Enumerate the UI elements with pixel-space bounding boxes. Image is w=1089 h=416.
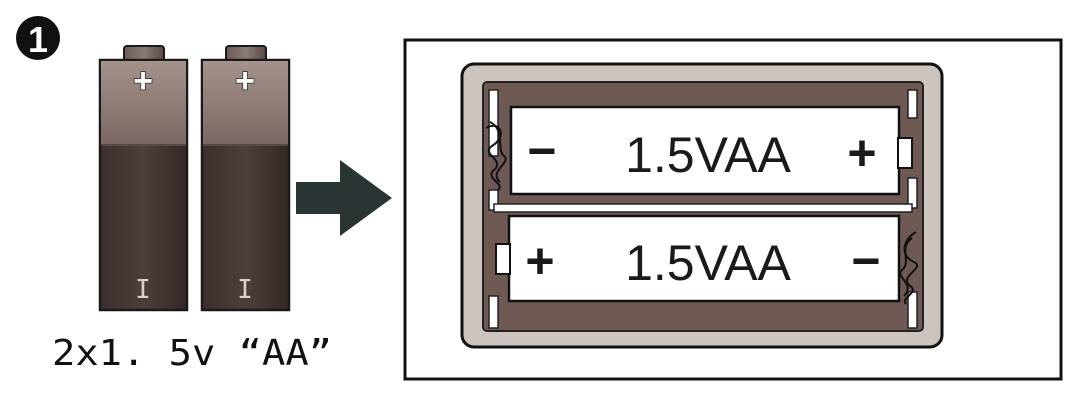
step-number: 1 [28,19,48,60]
slot-bottom-label: 1.5VAA [625,235,791,291]
slot-top-label: 1.5VAA [625,127,791,183]
slot-top-negative-sign: − [527,123,556,179]
spring-icon [899,231,918,305]
tray-slot-top: − 1.5VAA + [509,105,913,196]
positive-terminal-nub [897,137,913,169]
tray-slot-bottom: + 1.5VAA − [495,214,901,303]
slot-top-positive-sign: + [847,125,876,181]
battery-minus-mark: I [135,275,151,305]
battery-minus-mark: I [237,275,253,305]
battery-spec-caption: 2x1. 5v “AA” [52,333,332,374]
battery-plus-sign: + [133,62,153,100]
step-number-badge: 1 [16,16,60,60]
step-badge-circle [16,16,60,60]
slot-divider [493,203,913,213]
slot-bottom-negative-sign: − [851,233,880,289]
battery-top-band [203,61,288,145]
battery-top-band [101,61,186,145]
battery-aa-1: + I [98,45,189,312]
positive-terminal-nub [495,243,511,275]
slot-bottom-positive-sign: + [525,233,554,289]
battery-plus-sign: + [235,62,255,100]
spring-icon [485,121,507,191]
battery-aa-2: + I [200,45,291,312]
arrow-right-icon [296,160,392,236]
